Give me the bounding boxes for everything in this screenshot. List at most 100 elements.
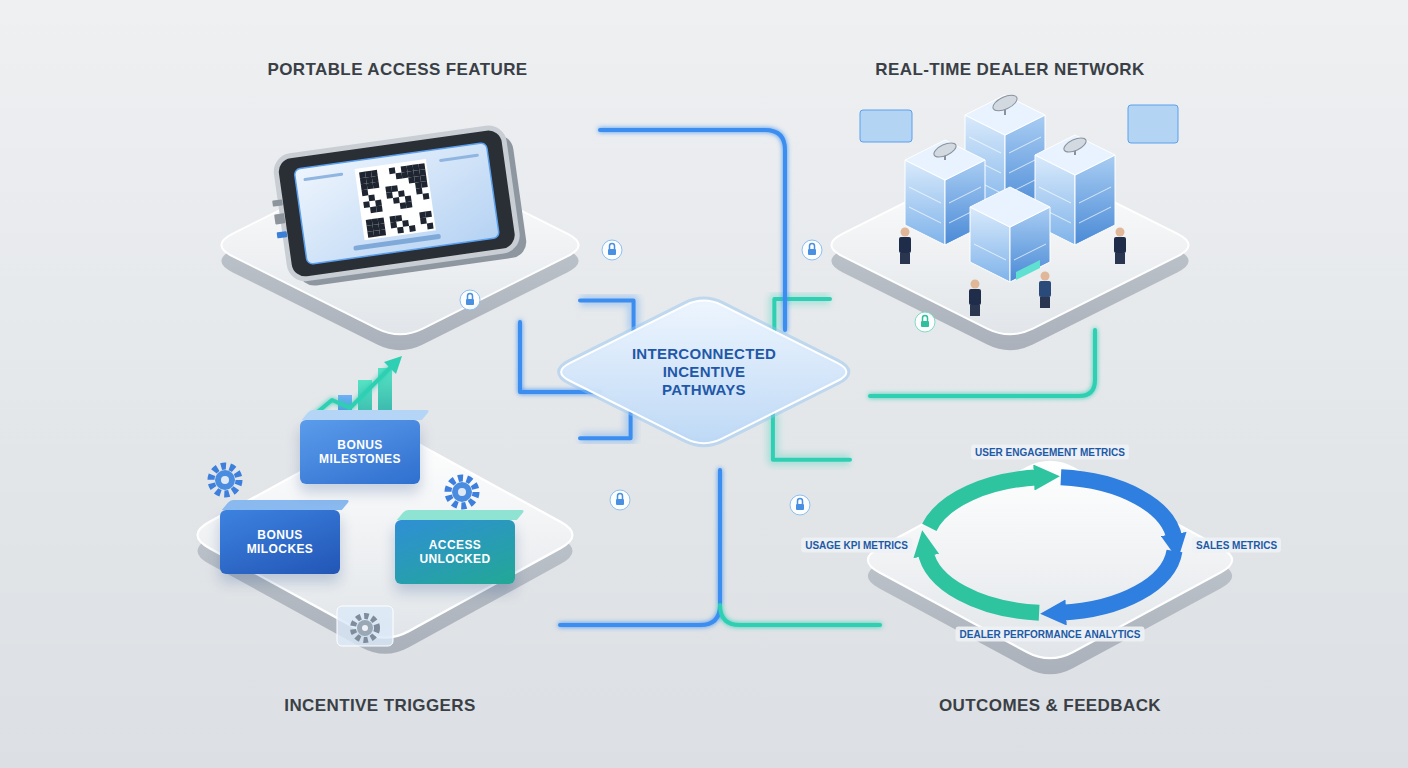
qr-cell [416,188,423,195]
qr-cell [406,201,413,208]
glass-cube [337,606,393,646]
gear-teeth [353,616,377,640]
lock-shackle [610,244,615,250]
lock-body [608,249,616,255]
lock-icons [460,240,935,515]
qr-cell [425,211,432,218]
person-head [1041,272,1050,281]
connector-glow [580,300,634,331]
incentive-block: ACCESS UNLOCKED [395,520,515,584]
qr-cell [420,175,427,182]
hub-shape [561,301,846,444]
qr-cell [427,223,434,230]
phone-port [272,199,283,206]
qr-cell [408,177,415,184]
qr-cell [419,169,426,176]
qr-cell [385,186,392,193]
pathway-line [560,470,720,625]
qr-cell [395,215,402,222]
qr-cell [368,194,375,201]
connector [580,411,631,438]
person-head [1116,228,1125,237]
satellite-dish [991,92,1020,114]
qr-cell [414,176,421,183]
qr-cell [371,170,378,177]
qr-cell [397,227,404,234]
person-legs [1040,297,1050,308]
lock-icon [802,240,822,260]
lock-body [796,504,804,510]
qr-cell [360,177,367,184]
platform-heading: INCENTIVE TRIGGERS [284,696,475,716]
person-head [971,280,980,289]
dealer-network-illustration [860,92,1178,316]
metric-label: SALES METRICS [1192,538,1281,553]
lock-icon [790,495,810,515]
qr-ground [355,159,436,240]
connector [773,413,850,459]
qr-cell [409,225,416,232]
qr-cell [375,200,382,207]
qr-cell [389,167,396,174]
qr-cell [421,181,428,188]
person-body [1114,237,1126,253]
qr-cell [423,193,430,200]
qr-cell [419,212,426,219]
platform: REAL-TIME DEALER NETWORK [830,50,1190,340]
qr-cell [373,230,380,237]
qr-cell [366,219,373,226]
building-roof [1035,135,1115,175]
platform-heading: REAL-TIME DEALER NETWORK [875,60,1144,80]
metric-label: DEALER PERFORMANCE ANALYTICS [956,627,1145,642]
lock-shackle [923,316,928,322]
gear [211,466,239,494]
lock-ring [602,240,622,260]
gear-hub [458,488,466,496]
connector [580,300,634,331]
lock-body [921,321,929,327]
floating-screen [860,110,912,142]
gear-teeth [211,466,239,494]
qr-cell [396,172,403,179]
person-body [899,237,911,253]
person-head [901,228,910,237]
screen-line [439,154,479,163]
person-legs [1115,253,1125,264]
hub-glow [561,301,846,444]
qr-code [359,163,434,238]
qr-cell [393,197,400,204]
qr-cell [407,165,414,172]
floating-screen [1128,105,1178,143]
cycle-arrow [1061,477,1175,539]
cycle-arrow [1061,551,1175,613]
lock-ring [790,495,810,515]
qr-cell [366,177,373,184]
qr-cell [398,190,405,197]
person-legs [900,253,910,264]
qr-cell [413,164,420,171]
qr-cell [400,202,407,209]
incentive-illustration [211,356,476,646]
hub-diamond: INTERCONNECTED INCENTIVE PATHWAYS [552,296,856,448]
qr-cell [405,195,412,202]
lock-shackle [810,244,815,250]
qr-cell [367,183,374,190]
qr-cell [372,176,379,183]
building-roof [905,140,985,180]
building-sign [1016,260,1040,280]
phone-body [274,126,519,281]
cycle-arrow [929,477,1039,527]
person [899,228,911,265]
connector [774,299,830,331]
connector-glow [774,299,830,331]
qr-cell [359,172,366,179]
qr-cell [367,225,374,232]
qr-cell [367,231,374,238]
block-label: ACCESS UNLOCKED [403,538,507,567]
phone-illustration [266,125,528,290]
building-roof [970,187,1050,227]
phone-port [277,231,288,238]
gear-body [357,620,373,636]
trend-arrowhead [384,356,402,374]
block-label: BONUS MILOCKES [228,528,332,557]
